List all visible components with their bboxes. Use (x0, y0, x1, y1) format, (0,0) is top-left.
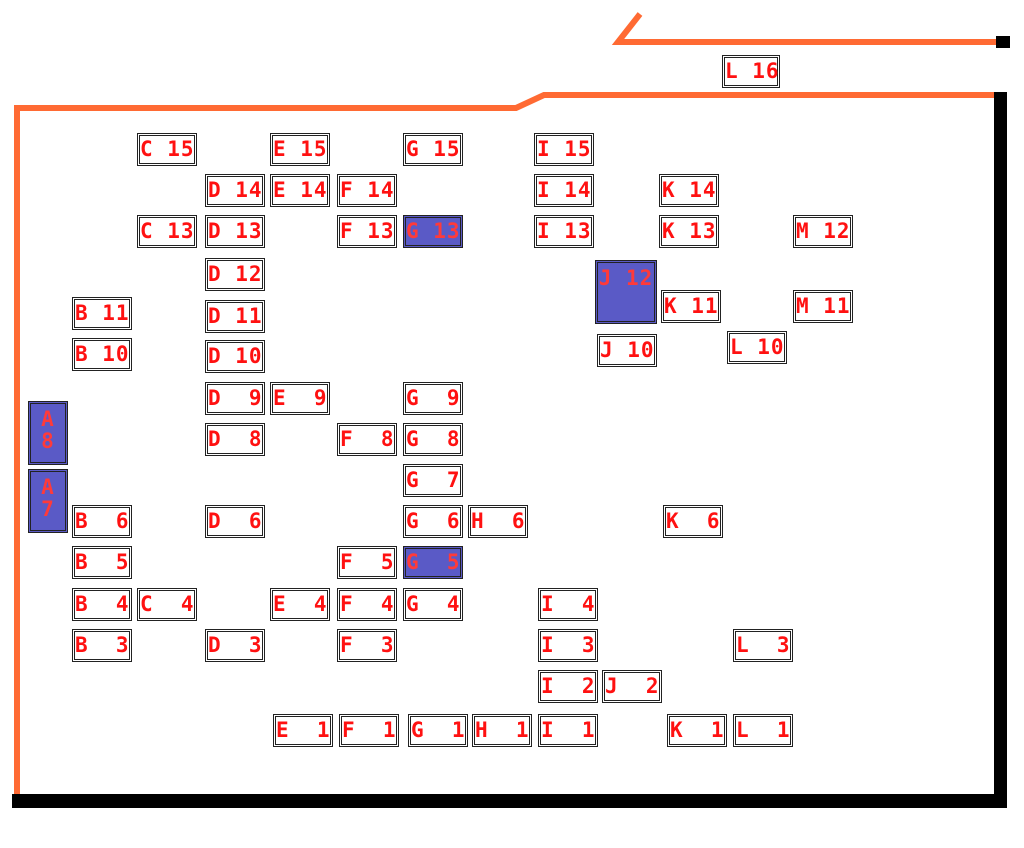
upper-corridor-wall (611, 12, 1000, 45)
cell-A7[interactable]: A 7 (28, 469, 68, 533)
cell-C4[interactable]: C 4 (137, 588, 197, 621)
cell-K11[interactable]: K 11 (661, 290, 721, 323)
cell-G4[interactable]: G 4 (403, 588, 463, 621)
cell-L16[interactable]: L 16 (722, 55, 780, 88)
cell-L1[interactable]: L 1 (733, 714, 793, 747)
cell-B11[interactable]: B 11 (72, 297, 132, 330)
cell-I3[interactable]: I 3 (538, 629, 598, 662)
cell-L10[interactable]: L 10 (727, 331, 787, 364)
cell-D9[interactable]: D 9 (205, 382, 265, 415)
cell-G7[interactable]: G 7 (403, 464, 463, 497)
cell-D3[interactable]: D 3 (205, 629, 265, 662)
cell-C13[interactable]: C 13 (137, 215, 197, 248)
cell-D6[interactable]: D 6 (205, 505, 265, 538)
cell-D8[interactable]: D 8 (205, 423, 265, 456)
cell-C15[interactable]: C 15 (137, 133, 197, 166)
room-outline-wall (14, 92, 1000, 800)
cell-J2[interactable]: J 2 (602, 670, 662, 703)
cell-F13[interactable]: F 13 (337, 215, 397, 248)
cell-D12[interactable]: D 12 (205, 258, 265, 291)
cell-G6[interactable]: G 6 (403, 505, 463, 538)
cell-D10[interactable]: D 10 (205, 340, 265, 373)
cell-G1[interactable]: G 1 (408, 714, 468, 747)
cell-G5[interactable]: G 5 (403, 546, 463, 579)
cell-E15[interactable]: E 15 (270, 133, 330, 166)
cell-I13[interactable]: I 13 (534, 215, 594, 248)
cell-M12[interactable]: M 12 (793, 215, 853, 248)
cell-I15[interactable]: I 15 (534, 133, 594, 166)
cell-E9[interactable]: E 9 (270, 382, 330, 415)
cell-E4[interactable]: E 4 (270, 588, 330, 621)
cell-K13[interactable]: K 13 (659, 215, 719, 248)
cell-D11[interactable]: D 11 (205, 300, 265, 333)
cell-M11[interactable]: M 11 (793, 290, 853, 323)
cell-F8[interactable]: F 8 (337, 423, 397, 456)
cell-K1[interactable]: K 1 (667, 714, 727, 747)
cell-B5[interactable]: B 5 (72, 546, 132, 579)
cell-L3[interactable]: L 3 (733, 629, 793, 662)
cell-I2[interactable]: I 2 (538, 670, 598, 703)
room-right-wall (994, 92, 1007, 808)
cell-F1[interactable]: F 1 (339, 714, 399, 747)
cell-B6[interactable]: B 6 (72, 505, 132, 538)
cell-I14[interactable]: I 14 (534, 174, 594, 207)
cell-G15[interactable]: G 15 (403, 133, 463, 166)
room-bottom-wall (12, 794, 1007, 808)
cell-H1[interactable]: H 1 (472, 714, 532, 747)
cell-D14[interactable]: D 14 (205, 174, 265, 207)
cell-A8[interactable]: A 8 (28, 401, 68, 465)
cell-I1[interactable]: I 1 (538, 714, 598, 747)
cell-G13[interactable]: G 13 (403, 215, 463, 248)
cell-K14[interactable]: K 14 (659, 174, 719, 207)
cell-J12[interactable]: J 12 (595, 260, 657, 324)
cell-F3[interactable]: F 3 (337, 629, 397, 662)
upper-corridor-wall-end (996, 36, 1010, 48)
cell-I4[interactable]: I 4 (538, 588, 598, 621)
cell-E1[interactable]: E 1 (273, 714, 333, 747)
cell-B10[interactable]: B 10 (72, 338, 132, 371)
cell-G8[interactable]: G 8 (403, 423, 463, 456)
cell-J10[interactable]: J 10 (597, 334, 657, 367)
cell-F4[interactable]: F 4 (337, 588, 397, 621)
cell-B4[interactable]: B 4 (72, 588, 132, 621)
cell-B3[interactable]: B 3 (72, 629, 132, 662)
cell-F5[interactable]: F 5 (337, 546, 397, 579)
cell-K6[interactable]: K 6 (663, 505, 723, 538)
cell-D13[interactable]: D 13 (205, 215, 265, 248)
cell-H6[interactable]: H 6 (468, 505, 528, 538)
cell-G9[interactable]: G 9 (403, 382, 463, 415)
cell-F14[interactable]: F 14 (337, 174, 397, 207)
cell-E14[interactable]: E 14 (270, 174, 330, 207)
